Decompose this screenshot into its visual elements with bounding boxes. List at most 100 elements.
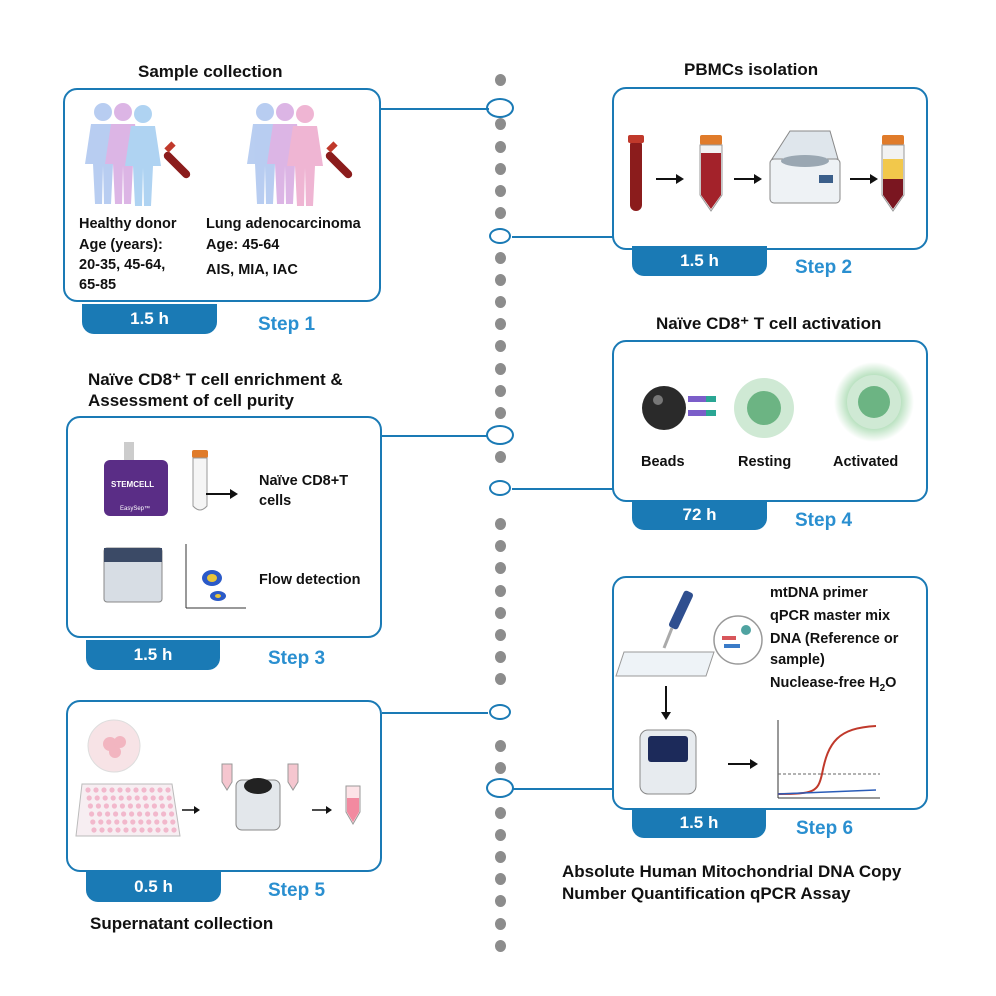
timeline-dot	[494, 895, 506, 908]
plate-well	[114, 819, 120, 825]
step6-time: 1.5 h	[632, 808, 766, 838]
plate-well	[113, 811, 119, 817]
timeline-dot	[494, 207, 506, 220]
plate-well	[109, 787, 115, 793]
plate-well	[149, 787, 155, 793]
timeline-dot	[494, 451, 506, 464]
plate-well	[163, 827, 169, 833]
reagent-dna-1: DNA (Reference or	[770, 631, 899, 647]
conical-tube-icon	[192, 450, 208, 511]
timeline-dot	[494, 296, 506, 308]
arrow-right-icon	[182, 806, 200, 814]
connector-step6	[512, 788, 613, 790]
step1-time: 1.5 h	[82, 304, 217, 334]
plate-well	[130, 819, 136, 825]
step4-card: Beads Resting Activated	[612, 340, 928, 502]
plate-well	[93, 787, 99, 793]
plate-well	[170, 819, 176, 825]
healthy-age-range-2: 65-85	[79, 277, 117, 293]
timeline-node	[486, 425, 514, 445]
plate-well	[139, 827, 145, 833]
timeline-dot	[494, 185, 506, 197]
plate-well	[167, 803, 173, 809]
timeline-dot	[494, 540, 506, 553]
arrow-right-icon	[734, 174, 762, 184]
plate-well	[147, 827, 153, 833]
plate-well	[157, 787, 163, 793]
step1-label: Step 1	[258, 314, 316, 335]
activated-label: Activated	[833, 454, 899, 470]
enrichment-illustration	[103, 442, 246, 609]
activation-illustration	[642, 362, 914, 442]
step2-title: PBMCs isolation	[684, 60, 819, 79]
timeline-dot	[494, 407, 506, 419]
resting-cell-icon	[734, 378, 794, 438]
plate-well	[125, 787, 131, 793]
timeline-dot	[494, 851, 506, 863]
timeline-dot	[494, 362, 506, 375]
activated-cell-icon	[834, 362, 914, 442]
timeline-dot	[494, 606, 506, 619]
qpcr-machine-icon	[639, 729, 697, 795]
reagent-mtdna-primer: mtDNA primer	[770, 585, 868, 601]
plate-well	[122, 819, 128, 825]
step3-title-line1: Naïve CD8⁺ T cell enrichment &	[88, 370, 343, 389]
plate-well	[99, 827, 105, 833]
timeline-dot	[494, 828, 506, 841]
luad-label: Lung adenocarcinoma	[206, 216, 361, 232]
timeline-dot	[494, 384, 506, 397]
step4-title: Naïve CD8⁺ T cell activation	[656, 314, 882, 333]
plate-well	[119, 803, 125, 809]
step6-title-line1: Absolute Human Mitochondrial DNA Copy	[562, 862, 902, 881]
healthy-age-range-1: 20-35, 45-64,	[79, 257, 166, 273]
timeline-node	[486, 98, 514, 118]
healthy-donor-label: Healthy donor	[79, 216, 177, 232]
plate-well	[150, 795, 156, 801]
conical-tube-icon	[699, 135, 723, 212]
plate-well	[106, 819, 112, 825]
step4-label: Step 4	[795, 510, 853, 531]
plate-well	[135, 803, 141, 809]
qpcr-illustration	[615, 590, 880, 799]
tube-icon	[221, 763, 299, 791]
plate-well	[142, 795, 148, 801]
separated-tube-icon	[881, 135, 905, 212]
arrow-right-icon	[728, 759, 758, 769]
plate-well	[117, 787, 123, 793]
kit-brand-label: STEMCELL	[111, 480, 155, 489]
timeline-dot	[494, 740, 506, 752]
step2-card	[612, 87, 928, 250]
plate-well	[126, 795, 132, 801]
timeline-dot	[494, 762, 506, 775]
plate-well	[127, 803, 133, 809]
resting-label: Resting	[738, 454, 792, 470]
plate-well	[95, 803, 101, 809]
plate-well	[138, 819, 144, 825]
timeline-dot	[494, 873, 506, 886]
plate-well	[123, 827, 129, 833]
pcr-plate-icon	[615, 651, 715, 677]
timeline-dot	[494, 273, 506, 286]
plate-well	[171, 827, 177, 833]
timeline-dot	[494, 318, 506, 331]
timeline-dot	[494, 140, 506, 153]
plate-well	[153, 811, 159, 817]
pipette-icon	[662, 590, 693, 649]
step2-time: 1.5 h	[632, 246, 767, 276]
timeline-dot	[494, 562, 506, 575]
centrifuge-icon	[769, 130, 841, 204]
plate-well	[89, 811, 95, 817]
connector-step3	[382, 435, 488, 437]
step4-time: 72 h	[632, 500, 767, 530]
reagent-water: Nuclease-free H2O	[770, 675, 897, 694]
step5-title: Supernatant collection	[90, 914, 274, 933]
plate-well	[91, 827, 97, 833]
plate-well	[143, 803, 149, 809]
timeline-dot	[494, 518, 506, 530]
pbmc-isolation-illustration	[628, 130, 905, 212]
supernatant-illustration	[75, 719, 361, 837]
step3-time: 1.5 h	[86, 640, 220, 670]
plate-well	[159, 803, 165, 809]
plate-well	[151, 803, 157, 809]
timeline-dot	[494, 162, 506, 175]
